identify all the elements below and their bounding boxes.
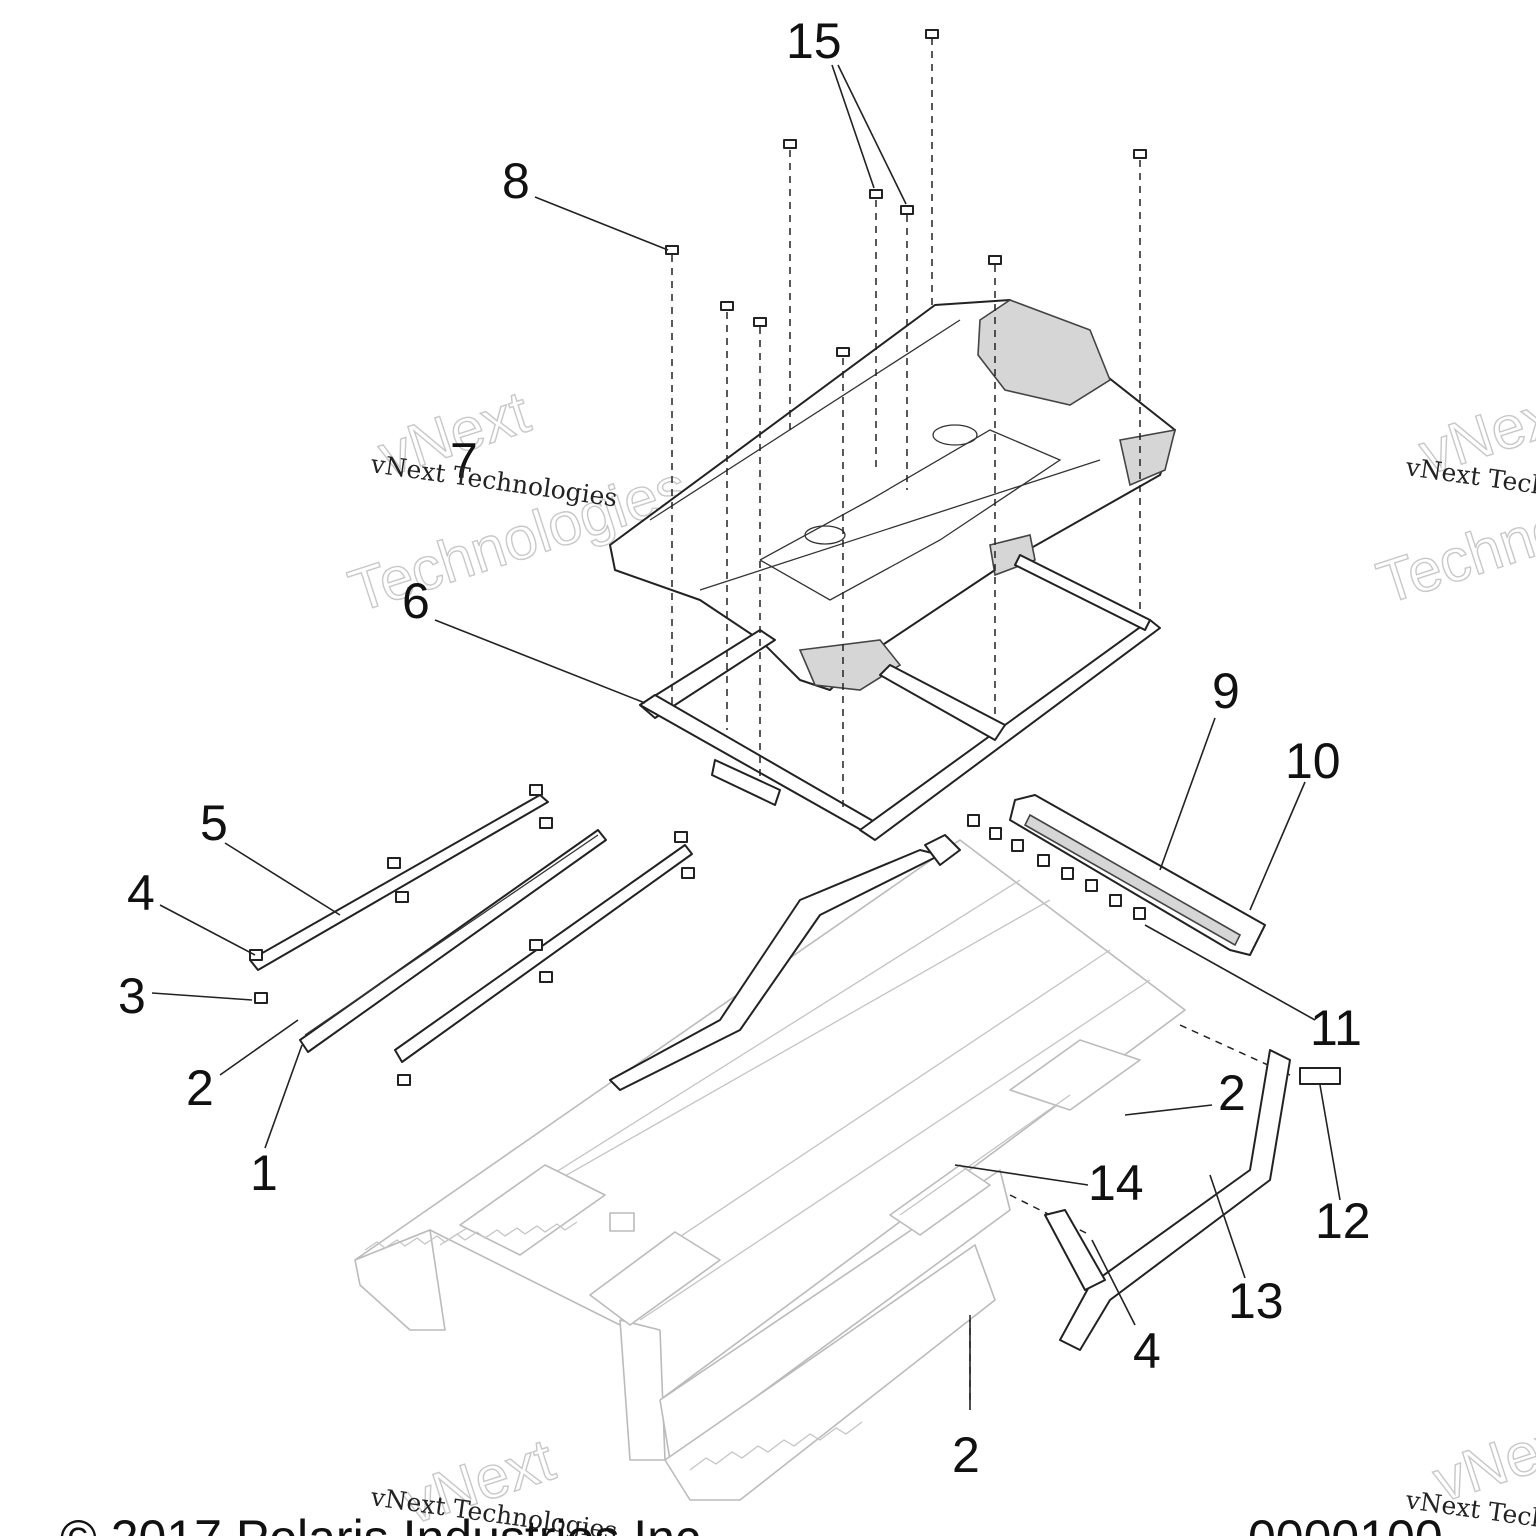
callout-label: 6 — [402, 573, 430, 629]
leader-lines — [151, 64, 1341, 1410]
rail-clips — [249, 784, 695, 1086]
callout-label: 10 — [1285, 733, 1341, 789]
callout-label: 15 — [786, 13, 842, 69]
footer-copyright: © 2017 Polaris Industries Inc. — [60, 1510, 714, 1536]
grab-bar-right — [1044, 1049, 1341, 1351]
seat-base-tray — [609, 299, 1177, 691]
grab-bar-left — [609, 834, 961, 1091]
callout-label: 11 — [1310, 1000, 1362, 1056]
callout-label: 4 — [1133, 1323, 1161, 1379]
callout-label: 8 — [502, 153, 530, 209]
callout-label: 5 — [200, 795, 228, 851]
chassis-tunnel — [354, 839, 1186, 1501]
callout-label: 12 — [1315, 1193, 1371, 1249]
callout-label: 3 — [118, 968, 146, 1024]
callout-label: 7 — [450, 433, 478, 489]
callout-label: 2 — [952, 1427, 980, 1483]
rail-strips — [249, 794, 693, 1063]
mounting-frame — [639, 554, 1161, 841]
callout-label: 14 — [1088, 1155, 1144, 1211]
callout-label: 2 — [1218, 1065, 1246, 1121]
screws — [665, 29, 1147, 357]
callout-label: 9 — [1212, 663, 1240, 719]
callout-label: 4 — [127, 865, 155, 921]
rear-bracket — [967, 794, 1266, 956]
watermark-small-text: vNext Technologies — [368, 449, 619, 512]
callout-label: 2 — [186, 1060, 214, 1116]
callout-label: 1 — [250, 1145, 278, 1201]
footer-figure-code: 0000100 — [1248, 1510, 1443, 1536]
fastener-paths — [671, 38, 1291, 1400]
footer: © 2017 Polaris Industries Inc. 0000100 — [60, 1510, 1443, 1536]
callout-labels: 15 8 7 6 9 10 5 4 3 2 1 11 2 12 14 13 4 … — [118, 13, 1371, 1483]
callout-label: 13 — [1228, 1273, 1284, 1329]
